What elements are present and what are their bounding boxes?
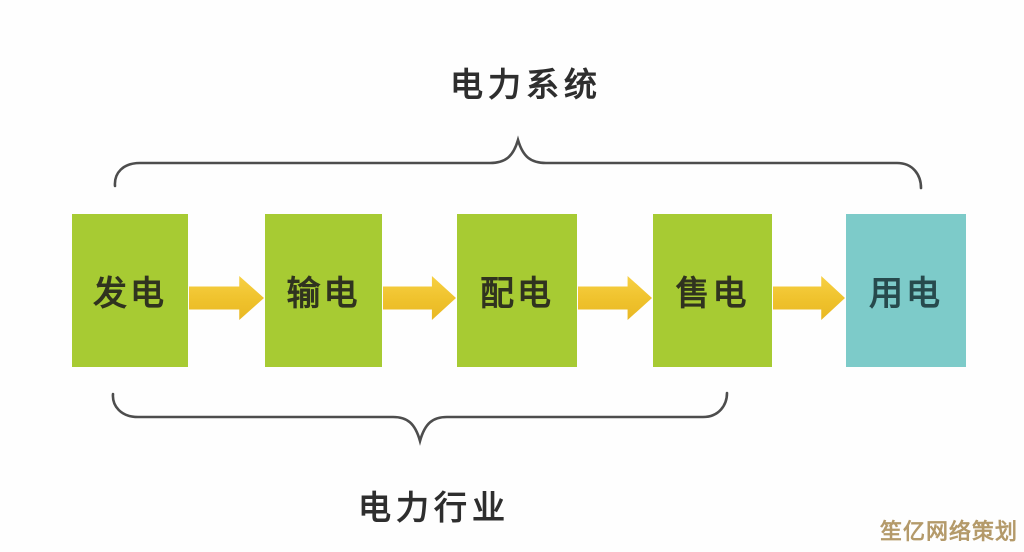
- title-power-system: 电力系统: [450, 66, 602, 103]
- watermark-text: 笙亿网络策划: [879, 519, 1018, 544]
- title-power-industry: 电力行业: [358, 489, 510, 526]
- bottom-brace: [111, 391, 729, 446]
- stage-label-distribution: 配电: [480, 275, 554, 313]
- stage-label-generation: 发电: [93, 275, 167, 313]
- stage-box-distribution: 配电: [457, 214, 577, 367]
- stage-label-retail: 售电: [675, 275, 750, 313]
- stage-box-consumption: 用电: [846, 214, 966, 367]
- stage-box-retail: 售电: [653, 214, 772, 367]
- stage-label-consumption: 用电: [869, 275, 943, 313]
- stage-label-transmission: 输电: [286, 275, 361, 313]
- stage-box-generation: 发电: [72, 214, 188, 367]
- stage-box-transmission: 输电: [265, 214, 382, 367]
- top-brace: [113, 135, 923, 190]
